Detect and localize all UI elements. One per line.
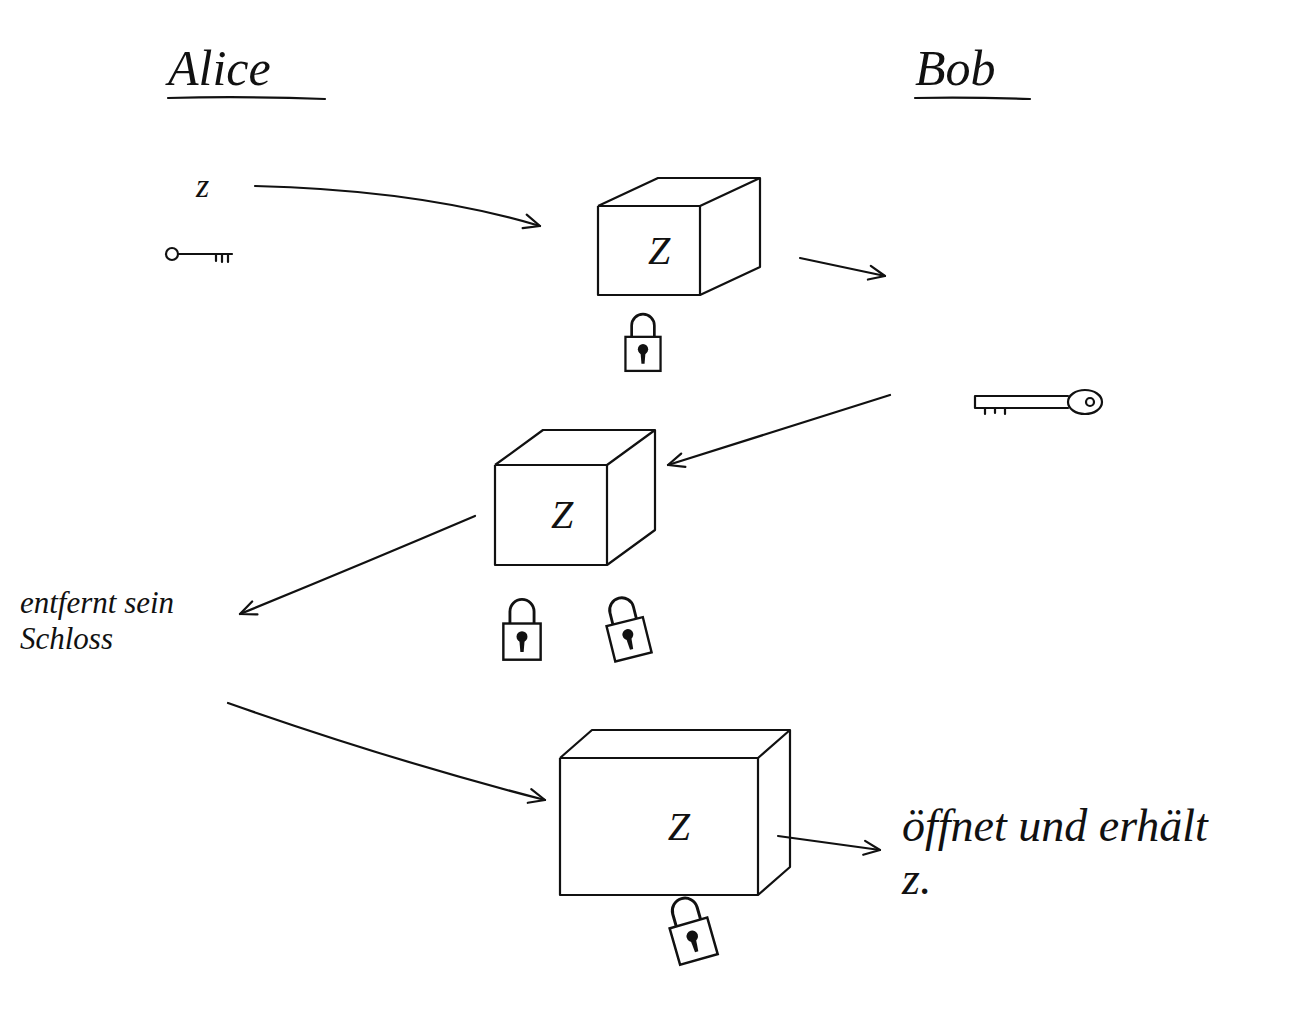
box-cube: Z [560, 730, 790, 895]
padlock [625, 314, 660, 371]
cube-edge [560, 730, 790, 758]
padlock [503, 599, 540, 659]
flow-arrow [255, 186, 540, 226]
box-outline [598, 178, 760, 295]
step-note: entfernt sein Schloss [20, 585, 188, 656]
box-content: Z [648, 231, 670, 271]
secret-value: z [196, 166, 236, 205]
flow-arrow [778, 836, 880, 850]
box-content: Z [668, 807, 690, 847]
key-icon [166, 248, 232, 262]
box-cube: Z [598, 178, 760, 295]
cube-edge [560, 758, 758, 895]
party-name: Bob [915, 40, 1075, 98]
cube-edge [758, 730, 790, 895]
cube-edge [598, 206, 700, 295]
key-icon [975, 390, 1102, 414]
cube-edge [700, 178, 760, 295]
box-cube: Z [495, 430, 655, 565]
box-content: Z [551, 495, 573, 535]
flow-arrow [668, 395, 890, 465]
underline [168, 97, 325, 99]
cube-edge [495, 430, 655, 465]
party-name: Alice [168, 40, 368, 98]
padlock [663, 893, 718, 965]
underline [915, 98, 1030, 99]
flow-arrow [228, 703, 545, 800]
flow-arrow [800, 258, 885, 276]
step-note: öffnet und erhält z. [902, 800, 1232, 906]
padlock [601, 594, 652, 662]
flow-arrow [240, 516, 475, 614]
cube-edge [607, 430, 655, 565]
cube-edge [495, 465, 607, 565]
cube-edge [598, 178, 760, 206]
box-outline [495, 430, 655, 565]
